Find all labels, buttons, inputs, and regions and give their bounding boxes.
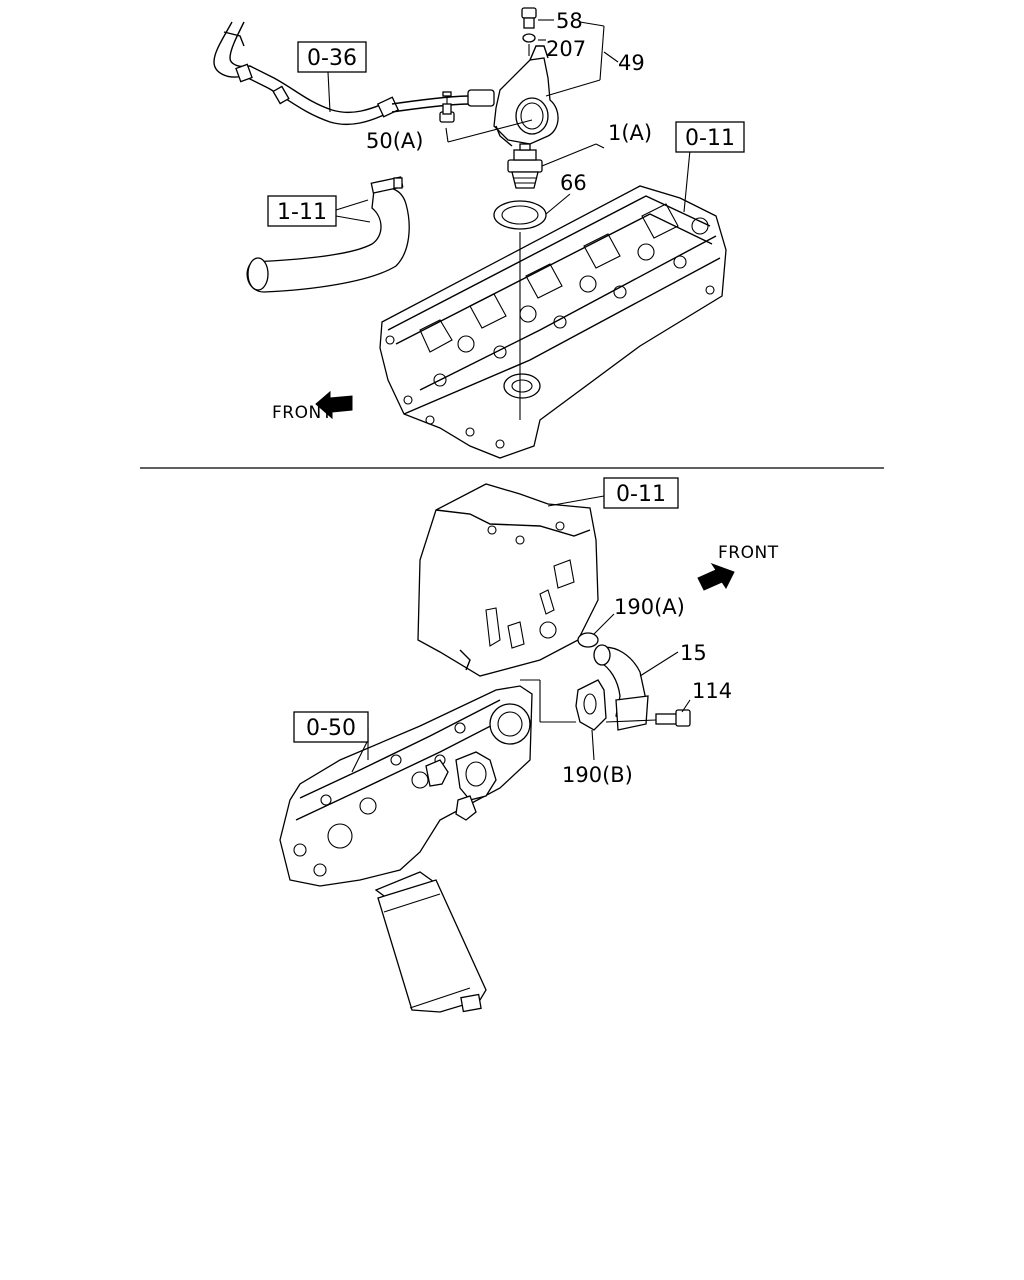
front-arrow-icon: [315, 390, 353, 420]
cylinder-head: [379, 185, 727, 459]
bypass-pipe: [213, 21, 495, 126]
leader-lines-top: [300, 19, 691, 420]
ref-label: 0-50: [306, 716, 356, 741]
bottom-assembly: 0-11 0-50 FRONT 190(A) 15 114 190(B): [279, 477, 779, 1013]
cylinder-block: [417, 483, 599, 677]
ref-label: 0-36: [307, 46, 357, 71]
ref-box-0-50[interactable]: 0-50: [293, 711, 369, 743]
gasket-190b: [575, 679, 607, 731]
bolt-114: [655, 709, 691, 727]
thermostat-housing: [493, 45, 559, 147]
ref-box-0-11-bottom[interactable]: 0-11: [603, 477, 679, 509]
ref-box-0-36[interactable]: 0-36: [297, 41, 367, 73]
ref-box-0-11-top[interactable]: 0-11: [675, 121, 745, 153]
part-label-190a: 190(A): [614, 595, 685, 619]
front-label-bottom: FRONT: [718, 543, 779, 563]
part-label-58: 58: [556, 9, 583, 33]
o-ring-207: [522, 33, 536, 43]
front-label-top: FRONT: [272, 403, 333, 423]
part-label-114: 114: [692, 679, 732, 703]
part-label-66: 66: [560, 171, 587, 195]
coolant-hose: [246, 176, 410, 293]
oil-cooler-module: [279, 685, 533, 887]
part-label-1a: 1(A): [608, 121, 652, 145]
ref-label: 1-11: [277, 200, 327, 225]
bolt-58: [521, 7, 537, 29]
part-label-49: 49: [618, 51, 645, 75]
part-label-50a: 50(A): [366, 129, 423, 153]
ref-label: 0-11: [685, 126, 735, 151]
part-label-190b: 190(B): [562, 763, 633, 787]
o-ring-190a: [577, 632, 599, 648]
part-label-207: 207: [546, 37, 586, 61]
ref-label: 0-11: [616, 482, 666, 507]
oil-filter: [374, 871, 487, 1013]
thermostat-1a: [507, 143, 543, 189]
ref-box-1-11[interactable]: 1-11: [267, 195, 337, 227]
front-arrow-icon: [697, 563, 735, 591]
gasket-66: [493, 200, 547, 230]
bolt-50a: [439, 91, 455, 123]
part-label-15: 15: [680, 641, 707, 665]
top-assembly: 0-36 0-11 1-11 58 207 49 50(A) 1(A) 66 F…: [213, 7, 745, 459]
